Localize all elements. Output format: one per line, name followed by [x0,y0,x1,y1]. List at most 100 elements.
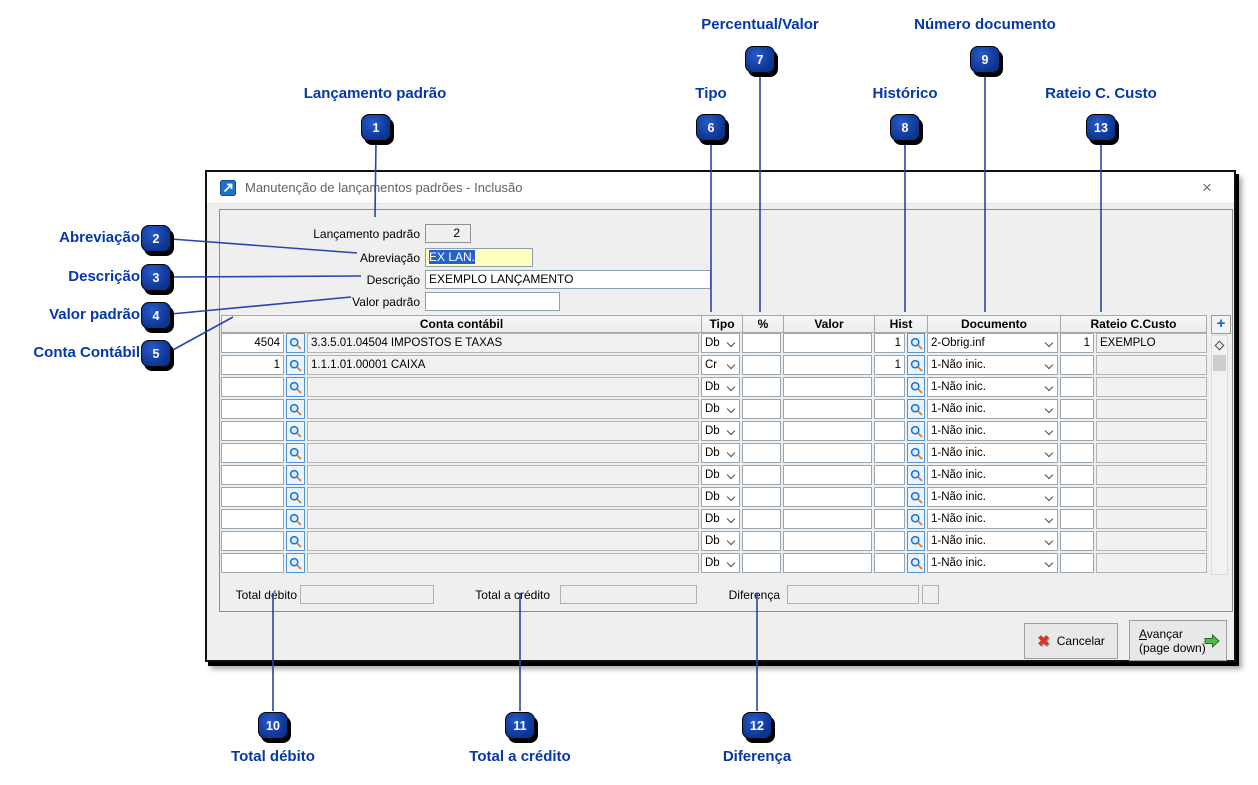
cancel-button[interactable]: ✖ Cancelar [1024,623,1118,659]
scrollbar-thumb[interactable] [1213,355,1226,371]
hist-lookup-button[interactable] [907,355,925,375]
hist-lookup-button[interactable] [907,399,925,419]
tipo-select[interactable]: Db [701,553,740,573]
account-code-input[interactable] [221,443,284,463]
hist-input[interactable] [874,509,905,529]
close-icon[interactable]: × [1202,178,1212,197]
documento-select[interactable]: 1-Não inic. [927,377,1058,397]
documento-select[interactable]: 1-Não inic. [927,443,1058,463]
percent-input[interactable] [742,465,781,485]
valor-input[interactable] [783,421,872,441]
valor-input[interactable] [783,553,872,573]
header-hist[interactable]: Hist [875,315,928,333]
table-scrollbar[interactable] [1211,335,1228,575]
tipo-select[interactable]: Db [701,443,740,463]
account-code-input[interactable] [221,531,284,551]
valor-input[interactable] [783,443,872,463]
hist-input[interactable] [874,531,905,551]
percent-input[interactable] [742,355,781,375]
header-conta-contabil[interactable]: Conta contábil [221,315,702,333]
hist-lookup-button[interactable] [907,377,925,397]
valor-input[interactable] [783,465,872,485]
percent-input[interactable] [742,421,781,441]
tipo-select[interactable]: Db [701,465,740,485]
valor-input[interactable] [783,333,872,353]
account-lookup-button[interactable] [286,531,305,551]
hist-input[interactable] [874,443,905,463]
documento-select[interactable]: 2-Obrig.inf [927,333,1058,353]
percent-input[interactable] [742,509,781,529]
rateio-num-input[interactable] [1060,421,1094,441]
tipo-select[interactable]: Cr [701,355,740,375]
percent-input[interactable] [742,377,781,397]
documento-select[interactable]: 1-Não inic. [927,487,1058,507]
documento-select[interactable]: 1-Não inic. [927,509,1058,529]
rateio-num-input[interactable]: 1 [1060,333,1094,353]
scroll-down-icon[interactable] [1214,340,1225,351]
title-bar[interactable]: Manutenção de lançamentos padrões - Incl… [207,172,1234,204]
hist-lookup-button[interactable] [907,443,925,463]
account-code-input[interactable] [221,399,284,419]
rateio-num-input[interactable] [1060,465,1094,485]
documento-select[interactable]: 1-Não inic. [927,355,1058,375]
percent-input[interactable] [742,399,781,419]
valor-input[interactable] [783,377,872,397]
account-lookup-button[interactable] [286,355,305,375]
hist-lookup-button[interactable] [907,487,925,507]
hist-input[interactable] [874,487,905,507]
account-code-input[interactable]: 1 [221,355,284,375]
account-code-input[interactable] [221,509,284,529]
rateio-num-input[interactable] [1060,509,1094,529]
hist-input[interactable] [874,377,905,397]
add-row-button[interactable]: + [1211,315,1231,334]
account-lookup-button[interactable] [286,443,305,463]
hist-input[interactable] [874,553,905,573]
tipo-select[interactable]: Db [701,333,740,353]
hist-lookup-button[interactable] [907,421,925,441]
rateio-num-input[interactable] [1060,487,1094,507]
account-code-input[interactable] [221,465,284,485]
account-code-input[interactable] [221,421,284,441]
valor-padrao-input[interactable] [425,292,560,311]
header-tipo[interactable]: Tipo [702,315,743,333]
hist-lookup-button[interactable] [907,465,925,485]
header-valor[interactable]: Valor [784,315,875,333]
account-lookup-button[interactable] [286,399,305,419]
documento-select[interactable]: 1-Não inic. [927,531,1058,551]
percent-input[interactable] [742,531,781,551]
account-code-input[interactable] [221,377,284,397]
valor-input[interactable] [783,355,872,375]
valor-input[interactable] [783,399,872,419]
hist-lookup-button[interactable] [907,509,925,529]
percent-input[interactable] [742,487,781,507]
valor-input[interactable] [783,531,872,551]
account-lookup-button[interactable] [286,465,305,485]
advance-button[interactable]: Avançar (page down) [1129,620,1227,661]
account-lookup-button[interactable] [286,421,305,441]
documento-select[interactable]: 1-Não inic. [927,399,1058,419]
tipo-select[interactable]: Db [701,377,740,397]
percent-input[interactable] [742,443,781,463]
rateio-num-input[interactable] [1060,531,1094,551]
rateio-num-input[interactable] [1060,377,1094,397]
rateio-num-input[interactable] [1060,399,1094,419]
header-percent[interactable]: % [743,315,784,333]
tipo-select[interactable]: Db [701,531,740,551]
valor-input[interactable] [783,487,872,507]
hist-lookup-button[interactable] [907,553,925,573]
header-documento[interactable]: Documento [928,315,1061,333]
tipo-select[interactable]: Db [701,509,740,529]
hist-input[interactable]: 1 [874,333,905,353]
documento-select[interactable]: 1-Não inic. [927,421,1058,441]
header-rateio-ccusto[interactable]: Rateio C.Custo [1061,315,1207,333]
hist-input[interactable] [874,421,905,441]
account-code-input[interactable] [221,553,284,573]
account-lookup-button[interactable] [286,377,305,397]
tipo-select[interactable]: Db [701,487,740,507]
hist-input[interactable]: 1 [874,355,905,375]
rateio-num-input[interactable] [1060,443,1094,463]
account-lookup-button[interactable] [286,487,305,507]
tipo-select[interactable]: Db [701,421,740,441]
abreviacao-input[interactable]: EX LAN. [425,248,533,267]
documento-select[interactable]: 1-Não inic. [927,465,1058,485]
